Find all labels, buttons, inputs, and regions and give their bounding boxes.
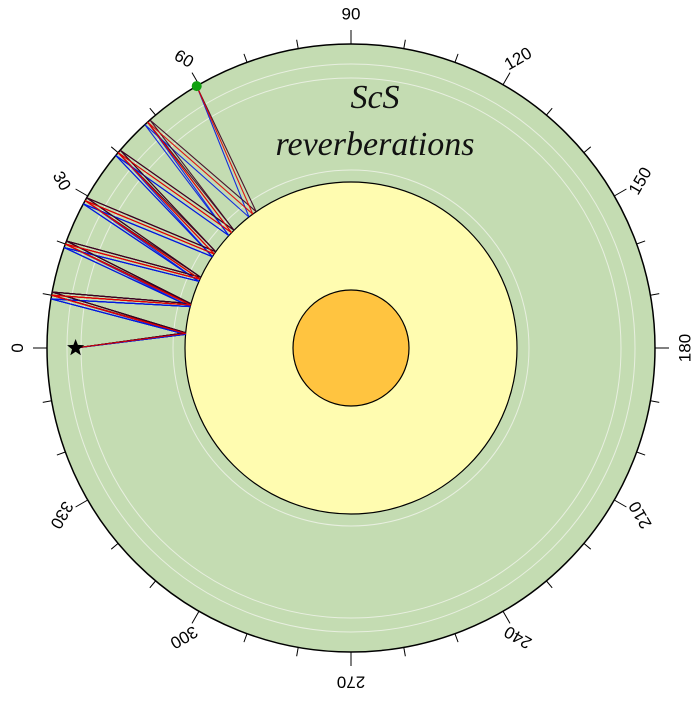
tick-260: [403, 647, 406, 657]
tick-130: [546, 107, 553, 116]
tick-40: [110, 146, 119, 153]
tick-50: [149, 107, 156, 116]
reference-circle-inner: [80, 77, 622, 619]
tick-140: [583, 146, 592, 153]
tick-120: [502, 72, 511, 85]
tick-320: [110, 543, 119, 550]
title-line-1: ScS: [350, 79, 399, 116]
tick-210: [614, 499, 627, 508]
angle-label-30: 30: [49, 168, 75, 194]
tick-280: [296, 647, 299, 657]
tick-290: [243, 633, 248, 643]
tick-10: [42, 293, 52, 296]
tick-30: [75, 188, 88, 197]
ray-paths-group: [50, 85, 257, 349]
source-star-icon: [67, 339, 85, 356]
title-line-2: reverberations: [276, 126, 475, 163]
angle-label-180: 180: [676, 334, 695, 362]
tick-160: [636, 240, 646, 245]
tick-20: [56, 240, 66, 245]
tick-150: [614, 188, 627, 197]
tick-200: [636, 451, 646, 456]
tick-80: [296, 39, 299, 49]
tick-230: [546, 580, 553, 589]
receiver-dot-icon: [191, 81, 202, 92]
tick-330: [75, 499, 88, 508]
tick-110: [454, 53, 459, 63]
angle-label-300: 300: [167, 622, 201, 653]
tick-70: [243, 53, 248, 63]
tick-300: [191, 611, 200, 624]
reference-circle-deep: [172, 169, 530, 527]
tick-310: [149, 580, 156, 589]
reference-circle-outer: [66, 63, 636, 633]
angle-label-90: 90: [342, 5, 361, 24]
ticks-group: [33, 30, 669, 666]
angle-label-270: 270: [337, 673, 365, 692]
tick-350: [42, 400, 52, 403]
angle-label-240: 240: [501, 622, 535, 653]
tick-240: [502, 611, 511, 624]
angle-label-60: 60: [171, 46, 197, 72]
tick-170: [650, 293, 660, 296]
angle-label-150: 150: [625, 164, 656, 198]
tick-340: [56, 451, 66, 456]
angle-label-0: 0: [8, 343, 27, 352]
tick-220: [583, 543, 592, 550]
markers-group: [67, 81, 202, 356]
ray-path-6-bounce-v1: [52, 85, 257, 349]
tick-190: [650, 400, 660, 403]
angle-label-210: 210: [625, 498, 656, 532]
angle-label-330: 330: [46, 498, 77, 532]
ray-path-6-bounce-v2: [51, 85, 254, 349]
tick-100: [403, 39, 406, 49]
tick-250: [454, 633, 459, 643]
inner-core-disk: [292, 289, 410, 407]
ray-path-6-bounce-v0: [50, 85, 250, 349]
angle-label-120: 120: [501, 43, 535, 74]
